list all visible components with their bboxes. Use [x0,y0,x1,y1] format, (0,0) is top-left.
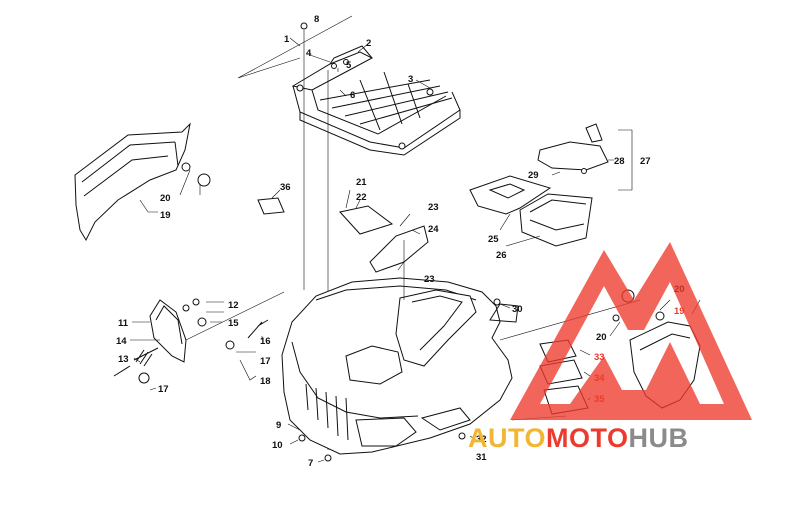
callout-7: 7 [308,458,313,469]
storage-lid [537,123,609,174]
callout-11: 11 [118,318,129,329]
callout-8: 8 [314,14,319,25]
callout-14: 14 [116,336,127,347]
callout-21: 21 [356,177,367,188]
callout-6: 6 [350,90,355,101]
callout-20-left: 20 [160,193,171,204]
left-fender-panel [74,122,211,242]
automotohub-watermark [510,242,752,420]
bracket-24 [369,225,429,273]
callout-2: 2 [366,38,371,49]
callout-32: 32 [476,434,487,445]
callout-12: 12 [228,300,239,311]
callout-5: 5 [346,60,352,71]
callout-13: 13 [118,354,129,365]
headlight-assembly [113,298,269,384]
callout-25: 25 [488,234,499,245]
watermark-moto: MOTO [546,423,629,453]
callout-33: 33 [594,352,605,363]
callout-26: 26 [496,250,507,261]
callout-24: 24 [428,224,439,235]
screw-10 [298,434,306,442]
watermark-text: AUTOMOTOHUB [468,423,689,453]
front-rack [291,45,461,156]
callout-1: 1 [284,34,290,45]
callout-20-right-lower: 20 [596,332,607,343]
callout-10: 10 [272,440,283,451]
screw-7 [324,454,332,462]
callout-16: 16 [260,336,271,347]
watermark-auto: AUTO [468,423,546,453]
plate-21-22 [339,205,394,235]
callout-23-upper: 23 [428,202,439,213]
callout-17-lower: 17 [158,384,169,395]
callout-labels: 1 2 3 4 5 6 7 8 9 10 11 12 13 14 15 16 1… [116,14,685,469]
watermark-triangle-logo [510,242,752,420]
storage-box [469,175,593,247]
front-body-panel [281,277,519,455]
callout-3: 3 [408,74,413,85]
callout-9: 9 [276,420,281,431]
callout-19-left: 19 [160,210,171,221]
callout-27: 27 [640,156,651,167]
callout-19-right: 19 [674,306,685,317]
callout-22: 22 [356,192,367,203]
callout-29: 29 [528,170,539,181]
callout-18: 18 [260,376,271,387]
watermark-hub: HUB [629,423,689,453]
callout-4: 4 [306,48,312,59]
callout-28: 28 [614,156,625,167]
decal-36 [257,197,285,215]
callout-15: 15 [228,318,239,329]
callout-36: 36 [280,182,291,193]
callout-31: 31 [476,452,487,463]
callout-30: 30 [512,304,523,315]
screw-31 [458,432,466,440]
callout-17-upper: 17 [260,356,271,367]
callout-23-lower: 23 [424,274,435,285]
